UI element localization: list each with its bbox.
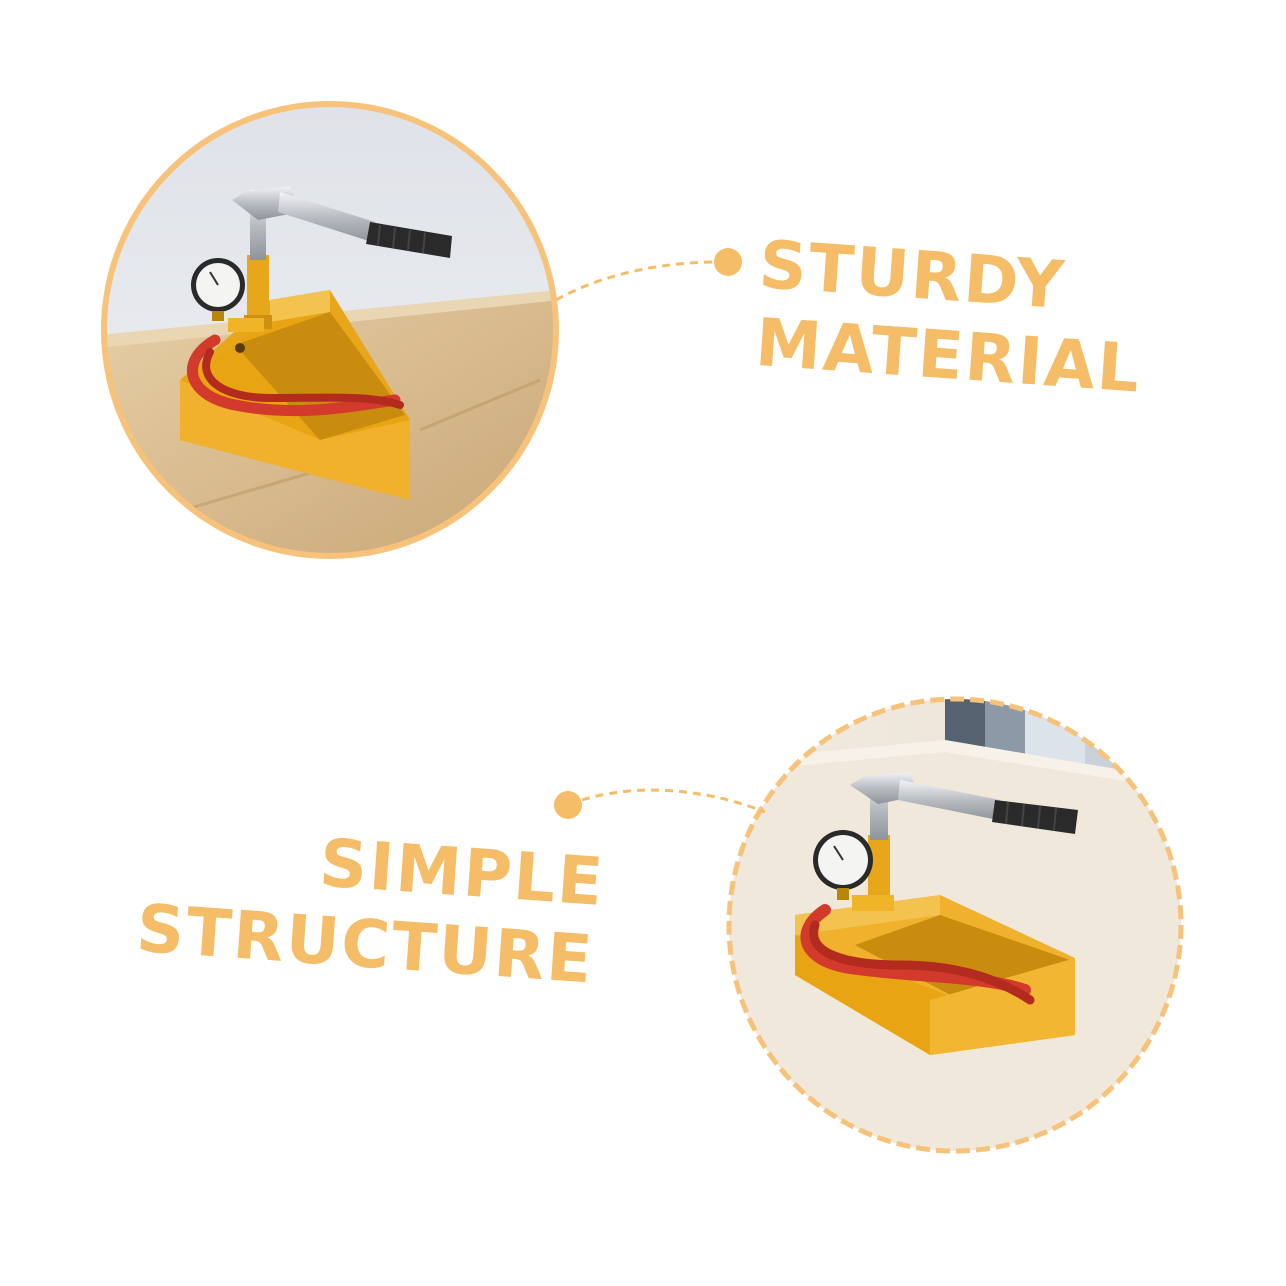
pump-1 [180,186,452,500]
feature-1-caption: STURDY MATERIAL [751,226,1149,409]
feature-2-dot [554,791,582,819]
feature-2-photo [729,699,1181,1151]
feature-1-dot [714,248,742,276]
feature-2-ring [726,696,1184,1154]
feature-2-caption: SIMPLE STRUCTURE [134,812,607,1000]
pump-2 [795,772,1078,1055]
feature-1-connector [555,260,719,302]
feature-2-connector [581,788,766,814]
feature-1-photo [104,104,556,556]
feature-1-ring [101,101,559,559]
